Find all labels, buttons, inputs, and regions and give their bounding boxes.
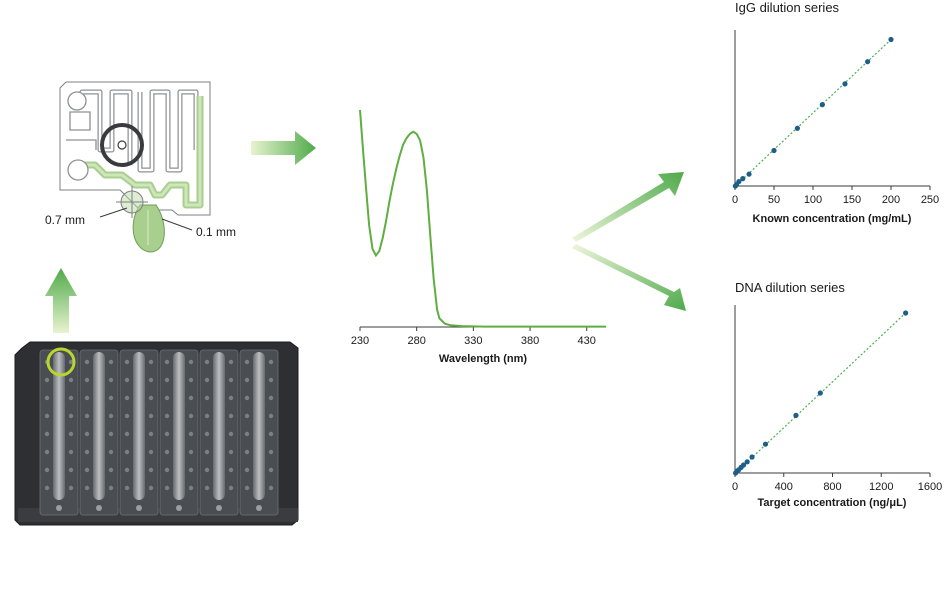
spectrum-x-tick-label: 430 — [578, 335, 596, 347]
igg-x-axis-label: Known concentration (mg/mL) — [753, 213, 912, 225]
plate-strip — [39, 349, 79, 516]
igg-dilution-chart: IgG dilution series 0 50 100 150 200 250 Know… — [732, 0, 939, 225]
spectrum-series-line — [359, 109, 606, 328]
igg-x-tick-label: 150 — [843, 194, 861, 206]
leader-07 — [99, 207, 128, 218]
detection-chamber — [132, 204, 165, 253]
igg-data-point — [736, 178, 742, 185]
view-ring-icon — [100, 123, 144, 167]
plate-strip — [239, 349, 279, 516]
igg-data-point — [740, 176, 746, 182]
dna-data-point — [817, 390, 823, 396]
igg-data-point — [888, 36, 894, 43]
dna-chart-title: DNA dilution series — [735, 280, 845, 295]
dna-data-point — [762, 441, 769, 447]
dna-x-tick-label: 1600 — [918, 481, 942, 493]
plate-strip — [119, 349, 159, 516]
plate-strip — [159, 349, 199, 516]
chip-schematic: 0.7 mm 0.1 mm — [45, 81, 236, 253]
igg-data-point — [794, 125, 801, 131]
microplate — [14, 341, 299, 526]
dna-x-tick-label: 0 — [732, 481, 738, 493]
arrow-up-icon — [45, 268, 77, 333]
igg-x-tick-label: 250 — [921, 194, 939, 206]
dna-x-tick-label: 1200 — [869, 481, 893, 493]
igg-x-tick-label: 50 — [768, 194, 780, 206]
arrow-right-icon — [251, 131, 316, 165]
dimension-label-01: 0.1 mm — [196, 225, 236, 239]
spectrum-x-tick-label: 280 — [408, 335, 426, 347]
leader-01 — [161, 218, 193, 231]
absorbance-spectrum-chart: 230 280 330 380 430 Wavelength (nm) — [351, 109, 606, 365]
igg-x-tick-label: 100 — [804, 194, 822, 206]
igg-data-point — [771, 147, 777, 154]
outlet-port-icon — [67, 159, 89, 181]
flow-arrows — [45, 131, 686, 333]
igg-chart-title: IgG dilution series — [735, 0, 840, 15]
spectrum-x-tick-label: 380 — [521, 335, 539, 347]
dna-x-tick-label: 400 — [775, 481, 793, 493]
dna-data-point — [749, 454, 755, 460]
dna-x-tick-label: 800 — [823, 481, 841, 493]
igg-data-point — [865, 59, 871, 65]
selected-well-ring-icon — [46, 347, 76, 377]
igg-data-point — [819, 102, 825, 108]
spectrum-x-tick-label: 330 — [464, 335, 482, 347]
igg-data-point — [746, 171, 752, 177]
plate-strip — [199, 349, 239, 516]
dna-data-point — [744, 459, 750, 465]
arrow-diagonal-up-icon — [572, 172, 684, 242]
spectrum-x-tick-label: 230 — [351, 335, 369, 347]
spectrum-x-axis-label: Wavelength (nm) — [439, 353, 528, 365]
plate-strip — [79, 349, 119, 516]
dna-data-point — [903, 310, 909, 316]
igg-x-tick-label: 0 — [732, 194, 738, 206]
arrow-diagonal-down-icon — [572, 244, 686, 311]
dna-data-point — [740, 462, 747, 468]
igg-data-point — [842, 81, 848, 87]
dna-dilution-chart: DNA dilution series 0 400 800 1200 1600 Targ… — [732, 280, 942, 509]
inlet-port-icon — [67, 91, 87, 111]
dna-x-axis-label: Target concentration (ng/μL) — [758, 497, 907, 509]
dimension-label-07: 0.7 mm — [45, 213, 85, 227]
plate-strips — [39, 349, 279, 516]
dna-data-point — [793, 412, 799, 418]
igg-x-tick-label: 200 — [882, 194, 900, 206]
